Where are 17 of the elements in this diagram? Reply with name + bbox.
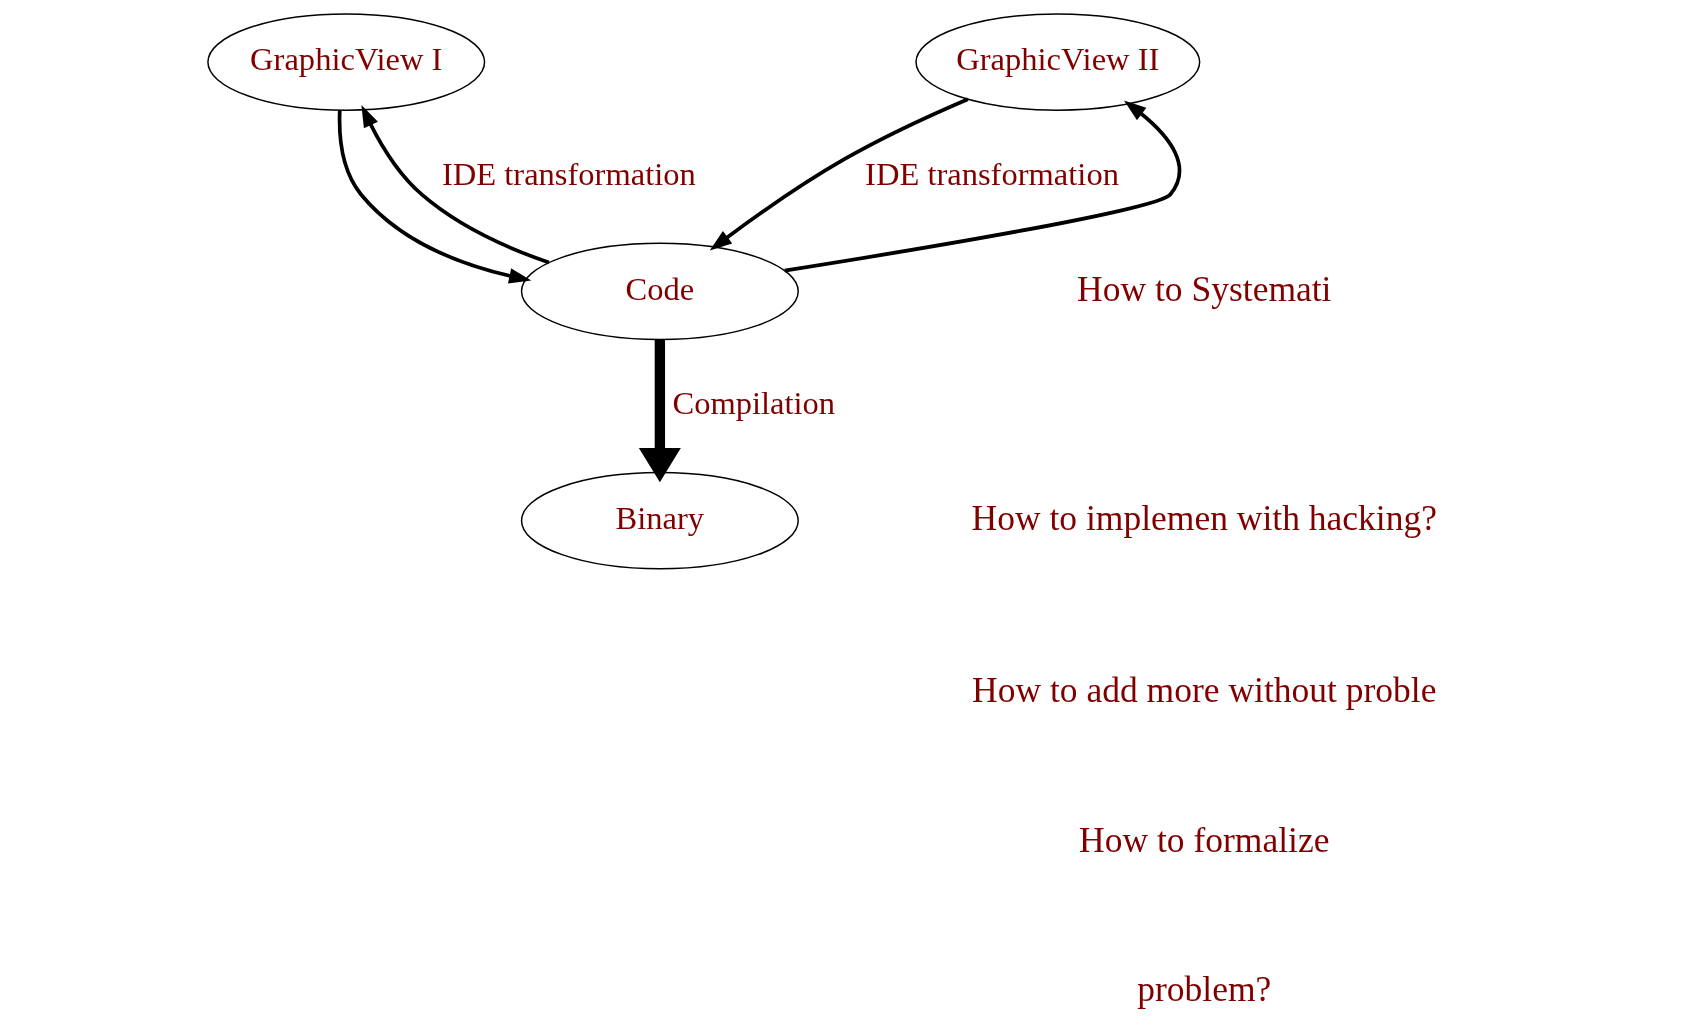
label: How to Systemati xyxy=(1076,268,1332,309)
label: How to add more without proble xyxy=(971,670,1436,711)
label: How to implemen with hacking? xyxy=(971,497,1437,538)
arrow xyxy=(709,97,969,251)
edge-label: Compilation xyxy=(671,385,835,422)
node-ellipse: GraphicView II xyxy=(914,13,1200,111)
node-ellipse: Code xyxy=(520,242,799,341)
node-ellipse: Binary xyxy=(520,471,799,570)
node-ellipse: GraphicView I xyxy=(206,13,485,111)
arrow xyxy=(337,110,531,284)
label: How to formalize xyxy=(1078,819,1329,860)
label: problem? xyxy=(1136,969,1271,1010)
edge-label: IDE transformation xyxy=(864,156,1119,192)
edge-label: IDE transformation xyxy=(441,156,696,192)
arrow xyxy=(360,104,550,265)
arrow xyxy=(638,339,681,483)
arrow xyxy=(783,100,1181,273)
